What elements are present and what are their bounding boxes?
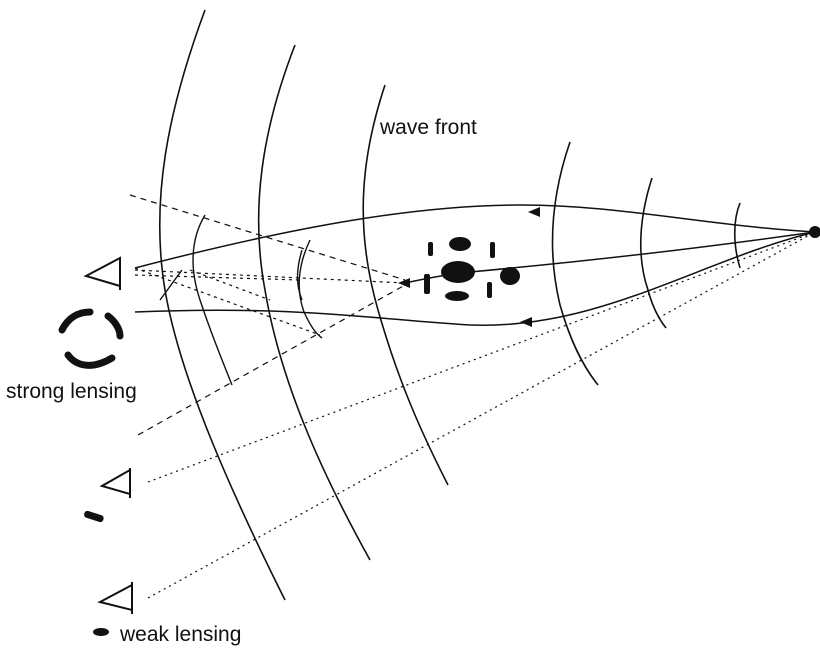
cluster-galaxy-left-upper	[428, 242, 433, 256]
ray-lower	[134, 231, 816, 326]
label-wave-front: wave front	[379, 116, 477, 139]
ray-arrows	[398, 207, 540, 327]
arrow-lower-ray	[520, 317, 532, 327]
arc-bottom	[64, 351, 116, 369]
ray-dotted-cross-1	[134, 267, 321, 336]
arrow-upper-ray	[528, 207, 540, 217]
wave-front-fold-3	[296, 249, 303, 301]
cluster-galaxy-left-lower	[424, 274, 430, 294]
ray-middle	[404, 231, 816, 284]
cluster-galaxy-bottom	[445, 291, 469, 301]
wave-front-curve-4	[551, 141, 599, 386]
point-source-icon	[809, 226, 820, 238]
wave-front-fold-4	[159, 269, 183, 301]
galaxy-cluster-icon	[424, 237, 520, 301]
ray-dotted-observer-1a	[134, 269, 406, 284]
observer-eye-icon-2	[99, 468, 131, 498]
wave-fronts	[158, 9, 741, 601]
wave-front-curve-5	[640, 177, 667, 329]
wave-front-fold-2	[298, 239, 323, 339]
ray-dashed-top	[129, 194, 406, 281]
light-rays-dashed	[129, 194, 816, 599]
strong-lensing-arcs-icon	[58, 308, 124, 369]
ray-dashed-bottom	[137, 284, 406, 436]
ray-dotted-observer-3	[147, 231, 816, 599]
wave-front-curve-2	[257, 44, 371, 561]
ray-dotted-cross-2	[189, 269, 271, 301]
ray-dotted-observer-2	[147, 231, 816, 483]
wave-front-curve-6	[734, 202, 741, 269]
observer-eye-icon-1	[83, 256, 121, 290]
wave-front-folds	[159, 214, 323, 386]
label-strong-lensing: strong lensing	[6, 380, 137, 403]
label-weak-lensing: weak lensing	[119, 623, 241, 646]
arc-top-left	[58, 308, 94, 334]
cluster-galaxy-right-upper	[490, 242, 495, 258]
cluster-galaxy-right	[500, 267, 520, 285]
cluster-galaxy-central	[441, 261, 475, 283]
weak-lensing-bullet-icon	[93, 628, 109, 636]
light-rays-solid	[134, 204, 816, 326]
wave-front-curve-3	[362, 84, 449, 486]
cluster-galaxy-top	[449, 237, 471, 251]
wave-front-fold-1	[192, 214, 233, 386]
weak-image-mark	[84, 510, 104, 523]
ray-dotted-observer-1b	[134, 274, 301, 281]
arrow-middle-ray	[398, 278, 410, 288]
arc-top-right	[104, 312, 124, 340]
observer-eye-icon-3	[97, 582, 133, 614]
ray-upper	[134, 204, 816, 269]
wave-front-curve-1	[158, 9, 286, 601]
cluster-galaxy-right-lower	[487, 282, 492, 298]
